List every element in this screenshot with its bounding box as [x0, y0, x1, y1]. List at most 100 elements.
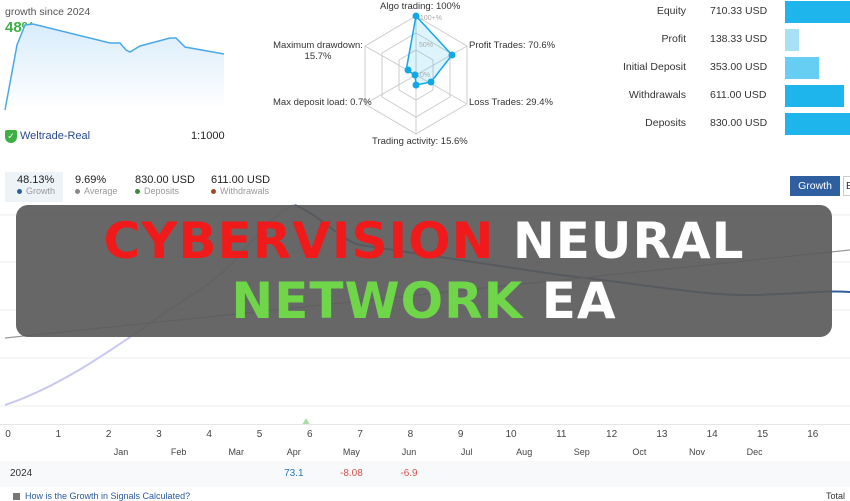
- month-label: Jul: [460, 447, 473, 457]
- broker-link[interactable]: Weltrade-Real: [20, 130, 91, 142]
- promo-banner: CYBERVISION NEURAL NETWORK EA: [16, 205, 832, 337]
- x-tick: 0: [5, 429, 11, 440]
- month-label: Jan: [113, 447, 129, 457]
- stat-bar: [785, 113, 850, 135]
- stat-label: Withdrawals: [628, 89, 686, 101]
- x-tick: 9: [457, 429, 464, 440]
- stat-bar: [785, 85, 844, 107]
- summary-label: Growth: [26, 186, 56, 196]
- stat-row: Withdrawals 611.00 USD: [600, 85, 850, 107]
- x-tick: 12: [606, 429, 618, 440]
- summary-value: 611.00 USD: [211, 174, 271, 186]
- stat-value: 138.33 USD: [710, 33, 768, 45]
- month-label: Aug: [516, 447, 533, 457]
- month-value: -8.08: [339, 468, 363, 479]
- tab-balance[interactable]: B: [843, 176, 850, 196]
- stat-label: Initial Deposit: [622, 61, 686, 73]
- stat-bar: [785, 57, 819, 79]
- x-tick: 15: [756, 429, 769, 440]
- radar-activity-label: Trading activity: 15.6%: [372, 136, 468, 147]
- leverage: 1:1000: [191, 130, 225, 142]
- x-tick: 1: [55, 429, 62, 440]
- drawdown-title: Maximum drawdown:: [273, 40, 363, 51]
- growth-help-link[interactable]: How is the Growth in Signals Calculated?: [25, 491, 191, 501]
- month-label: Dec: [746, 447, 763, 457]
- x-tick: 7: [357, 429, 363, 440]
- summary-label: Average: [84, 186, 118, 196]
- x-tick: 16: [807, 429, 819, 440]
- mini-growth-chart: [4, 23, 225, 111]
- growth-since-label: growth since 2024: [5, 6, 91, 18]
- stat-bar: [785, 1, 850, 23]
- x-tick: 2: [105, 429, 112, 440]
- year-row: [0, 461, 850, 487]
- banner-word-3: NETWORK: [231, 272, 524, 330]
- legend-dot-icon: [211, 189, 216, 195]
- banner-word-2: NEURAL: [512, 212, 745, 270]
- radar-profit-label: Profit Trades: 70.6%: [469, 40, 556, 51]
- verified-shield-icon: ✓: [5, 130, 17, 143]
- x-tick: 6: [307, 429, 313, 440]
- radar-drawdown-label: Maximum drawdown:15.7%: [272, 40, 364, 62]
- year-label: 2024: [10, 468, 33, 479]
- summary-item[interactable]: 9.69%Average: [75, 174, 117, 196]
- stat-row: Equity 710.33 USD: [600, 1, 850, 23]
- legend-dot-icon: [17, 189, 22, 195]
- month-value: -6.9: [400, 468, 418, 479]
- legend-dot-icon: [135, 189, 140, 195]
- mini-growth-line: [4, 23, 225, 111]
- x-tick: 11: [556, 429, 567, 440]
- stat-row: Initial Deposit 353.00 USD: [600, 57, 850, 79]
- tab-growth[interactable]: Growth: [790, 176, 840, 196]
- stat-row: Profit 138.33 USD: [600, 29, 850, 51]
- radar-chart: [364, 12, 468, 135]
- x-tick: 8: [407, 429, 414, 440]
- summary-value: 48.13%: [17, 174, 55, 186]
- month-label: Oct: [632, 447, 647, 457]
- stat-bar: [785, 29, 799, 51]
- summary-label: Withdrawals: [220, 186, 270, 196]
- stat-label: Profit: [661, 33, 686, 45]
- x-tick: 13: [656, 429, 668, 440]
- stat-row: Deposits 830.00 USD: [600, 113, 850, 135]
- banner-word-1: CYBERVISION: [103, 212, 495, 270]
- radar-scale-100: 100+%: [420, 15, 442, 22]
- x-tick: 4: [206, 429, 212, 440]
- radar-algo-label: Algo trading: 100%: [380, 1, 461, 12]
- month-label: Nov: [688, 447, 706, 457]
- help-icon: [13, 493, 20, 500]
- month-label: Mar: [228, 447, 244, 457]
- marker-triangle-icon: [302, 418, 310, 425]
- legend-dot-icon: [75, 189, 80, 195]
- stat-value: 830.00 USD: [710, 117, 768, 129]
- radar-scale-0: 0%: [420, 72, 431, 79]
- stat-label: Deposits: [645, 117, 686, 129]
- axis-line: [0, 424, 850, 425]
- x-tick: 10: [505, 429, 517, 440]
- banner-word-4: EA: [541, 272, 617, 330]
- month-label: Feb: [170, 447, 187, 457]
- x-tick: 14: [706, 429, 718, 440]
- stat-value: 353.00 USD: [710, 61, 768, 73]
- month-label: May: [342, 447, 360, 457]
- radar-load-label: Max deposit load: 0.7%: [273, 97, 372, 108]
- month-label: Apr: [286, 447, 301, 457]
- drawdown-value: 15.7%: [304, 51, 332, 62]
- summary-item[interactable]: 48.13%Growth: [17, 174, 55, 196]
- x-tick: 3: [156, 429, 162, 440]
- total-label: Total: [826, 491, 846, 501]
- radar-scale-50: 50%: [419, 42, 434, 49]
- stat-value: 710.33 USD: [710, 5, 768, 17]
- summary-growth-selected[interactable]: [5, 172, 63, 202]
- radar-loss-label: Loss Trades: 29.4%: [469, 97, 553, 108]
- stat-label: Equity: [656, 5, 686, 17]
- stat-value: 611.00 USD: [710, 89, 767, 101]
- month-value: 73.1: [284, 468, 304, 479]
- summary-label: Deposits: [144, 186, 180, 196]
- summary-value: 830.00 USD: [135, 174, 195, 186]
- summary-value: 9.69%: [75, 174, 107, 186]
- month-label: Jun: [401, 447, 417, 457]
- x-tick: 5: [256, 429, 263, 440]
